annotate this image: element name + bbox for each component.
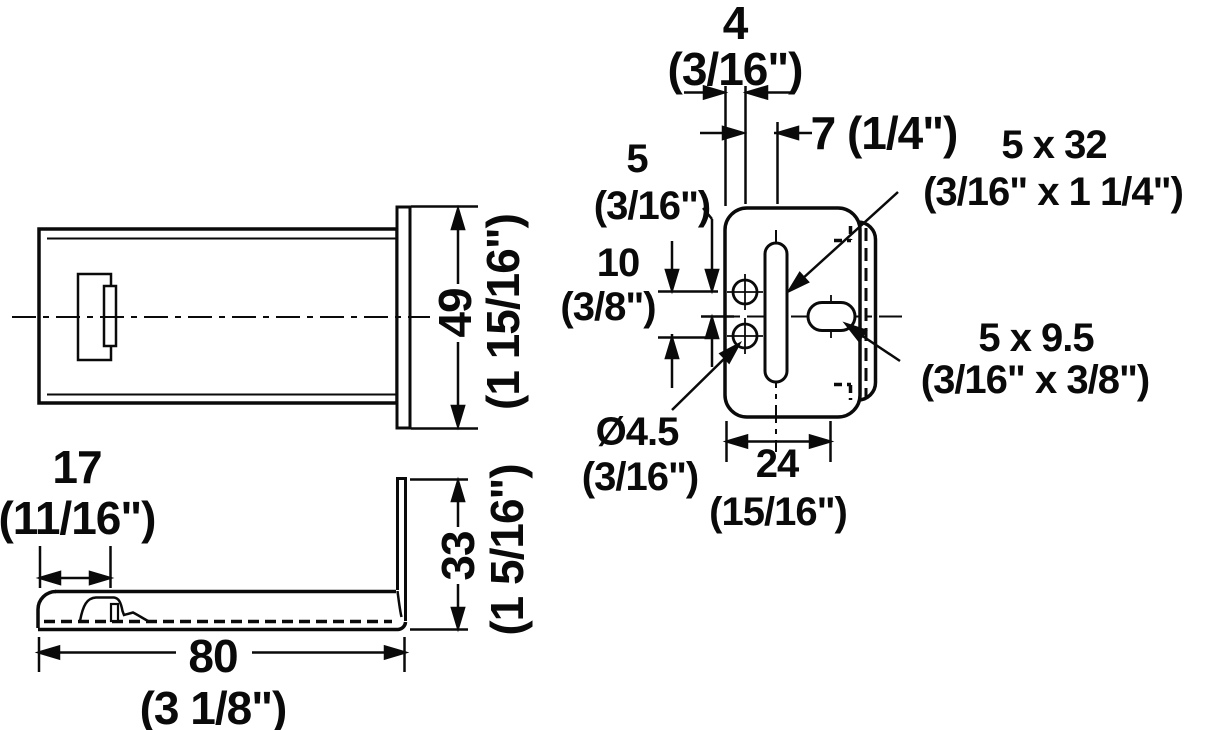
slot-callout-imperial-label: (3/16" x 1 1/4") bbox=[923, 170, 1184, 214]
dimension-33-lines bbox=[410, 476, 468, 633]
hole-callout-metric-label: Ø4.5 bbox=[595, 410, 680, 454]
hole-callout-imperial-label: (3/16") bbox=[581, 455, 699, 499]
front-view-tab-mark-bottom bbox=[834, 382, 853, 400]
dim-24-imperial-label: (15/16") bbox=[709, 490, 848, 534]
dim-17-metric-label: 17 bbox=[52, 441, 102, 493]
dim-33-imperial-label: (1 5/16") bbox=[481, 464, 533, 636]
dimension-4-lines bbox=[684, 84, 791, 206]
dimension-5-10-lines bbox=[658, 207, 734, 388]
dim-5-metric-label: 5 bbox=[626, 137, 648, 181]
slot-5x32-leader bbox=[800, 191, 899, 281]
dim-80-imperial-label: (3 1/8") bbox=[139, 682, 288, 730]
oval-callout-metric-label: 5 x 9.5 bbox=[978, 316, 1094, 360]
dim-49-imperial-label: (1 15/16") bbox=[477, 214, 529, 410]
dim-49-metric-label: 49 bbox=[429, 288, 481, 338]
dim-17-imperial-label: (11/16") bbox=[0, 492, 157, 544]
front-view-tab-mark-top bbox=[834, 226, 853, 243]
dim-4-metric-label: 4 bbox=[722, 0, 749, 49]
dimension-24-lines bbox=[722, 421, 835, 462]
dim-10-imperial-label: (3/8") bbox=[560, 285, 656, 329]
dimension-7-lines bbox=[700, 122, 812, 204]
dim-10-metric-label: 10 bbox=[596, 241, 640, 285]
oval-callout-imperial-label: (3/16" x 3/8") bbox=[920, 358, 1150, 402]
bottom-view-outline bbox=[36, 477, 408, 632]
hole-4p5-leader bbox=[671, 354, 729, 411]
dim-80-metric-label: 80 bbox=[188, 630, 238, 682]
dimension-17-lines bbox=[35, 546, 115, 588]
dimension-49-lines bbox=[411, 204, 478, 431]
dim-4-imperial-label: (3/16") bbox=[667, 43, 804, 95]
leader-lines bbox=[671, 191, 901, 411]
dim-5-imperial-label: (3/16") bbox=[593, 184, 711, 228]
dim-7-label: 7 (1/4") bbox=[810, 107, 959, 159]
dim-24-metric-label: 24 bbox=[755, 442, 799, 486]
front-view-flange-curl bbox=[857, 220, 878, 402]
slot-callout-metric-label: 5 x 32 bbox=[1001, 123, 1107, 167]
dim-33-metric-label: 33 bbox=[432, 531, 484, 581]
front-view-oval-slot bbox=[806, 301, 857, 332]
bottom-view-tab-bump bbox=[78, 596, 150, 623]
dimension-80-lines bbox=[34, 637, 410, 672]
front-view-outline bbox=[703, 206, 902, 452]
side-view-outline bbox=[12, 205, 430, 430]
front-view-vertical-slot bbox=[763, 241, 789, 384]
oval-5x9p5-leader bbox=[857, 331, 901, 363]
